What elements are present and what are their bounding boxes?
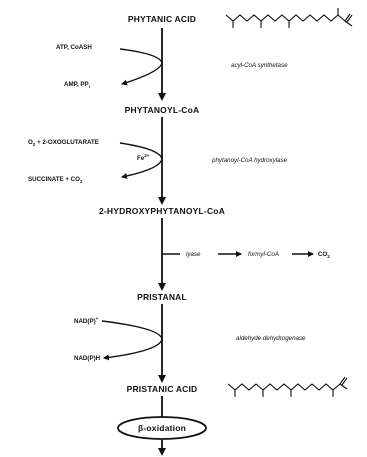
branch-co2-text: CO <box>318 251 327 258</box>
cofactor-amp-text: AMP, PP <box>64 81 89 88</box>
compound-phytanic-acid: PHYTANIC ACID <box>128 14 196 24</box>
compound-pristanal: PRISTANAL <box>137 292 187 302</box>
beta-oxidation-oval <box>117 416 207 440</box>
compound-pristanic-acid: PRISTANIC ACID <box>127 384 198 394</box>
cofactor-fe-superscript: 2+ <box>144 153 150 158</box>
enzyme-aldehyde-dehydrogenase: aldehyde dehydrogenase <box>236 335 306 342</box>
cofactor-o2-subscript: 2 <box>33 142 36 147</box>
branch-lyase: lyase <box>186 251 201 258</box>
cofactor-o2-prefix: O <box>28 139 33 146</box>
cofactor-amp-ppi: AMP, PPi <box>64 81 90 89</box>
cofactor-nadp-superscript: + <box>96 316 99 321</box>
branch-co2: CO2 <box>318 251 330 259</box>
cofactor-fe-text: Fe <box>137 155 145 162</box>
enzyme-phytanoyl-coa-hydroxylase: phytanoyl-CoA hydroxylase <box>211 157 288 164</box>
beta-oxidation-label: β-oxidation <box>138 423 186 433</box>
enzyme-acyl-coa-synthetase: acyl-CoA synthetase <box>231 62 288 69</box>
cofactor-succinate-text: SUCCINATE + CO <box>28 176 80 183</box>
curve-acyl-coa-synthetase <box>119 48 163 86</box>
cofactor-fe: Fe2+ <box>137 153 150 162</box>
cofactor-succinate-co2: SUCCINATE + CO2 <box>28 176 83 184</box>
cofactor-succinate-subscript: 2 <box>80 179 83 184</box>
pristanic-acid-structure-icon <box>227 376 348 397</box>
cofactor-atp-coash: ATP, CoASH <box>56 44 92 51</box>
phytanic-acid-structure-icon <box>225 8 353 28</box>
compound-phytanoyl-coa: PHYTANOYL-CoA <box>125 105 200 115</box>
cofactor-o2-rest: + 2-OXOGLUTARATE <box>35 139 99 146</box>
curve-aldehyde-dehydrogenase <box>101 320 163 361</box>
cofactor-nadp: NAD(P)+ <box>74 316 99 325</box>
cofactor-amp-subscript: i <box>89 84 90 89</box>
cofactor-o2-oxoglutarate: O2 + 2-OXOGLUTARATE <box>28 139 99 147</box>
curve-phytanoyl-hydroxylase <box>119 142 163 179</box>
branch-co2-subscript: 2 <box>327 254 330 259</box>
cofactor-nadp-text: NAD(P) <box>74 318 96 325</box>
cofactor-nadph: NAD(P)H <box>74 355 101 362</box>
branch-formyl-coa: formyl-CoA <box>248 251 279 258</box>
compound-2-hydroxyphytanoyl-coa: 2-HYDROXYPHYTANOYL-CoA <box>99 206 225 216</box>
